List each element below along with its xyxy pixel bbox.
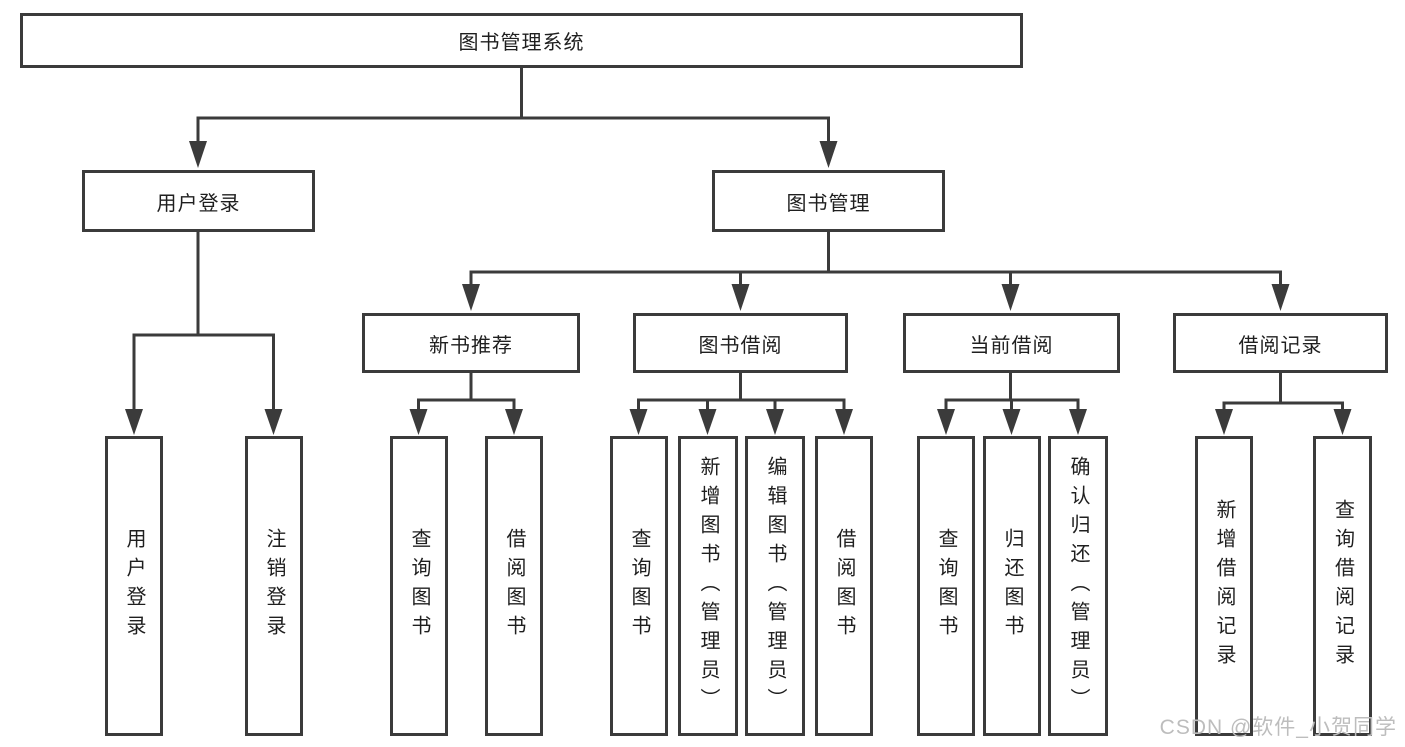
- arrowheads-level4: [409, 409, 1352, 435]
- node-user-login-action: 用户登录: [105, 436, 163, 736]
- node-new-book-recommend: 新书推荐: [362, 313, 580, 373]
- node-query-books-borrowing: 查询图书: [610, 436, 668, 736]
- node-confirm-return-admin: 确认归还（管理员）: [1048, 436, 1108, 736]
- node-borrow-books-recommend: 借阅图书: [485, 436, 543, 736]
- node-edit-books-admin: 编辑图书（管理员）: [745, 436, 805, 736]
- arrowheads-user-login-children: [125, 409, 283, 435]
- node-user-login: 用户登录: [82, 170, 315, 232]
- connector-book-borrowing-children: [637, 373, 846, 412]
- connector-book-management-to-level3: [469, 231, 1282, 287]
- node-query-books-recommend: 查询图书: [390, 436, 448, 736]
- node-logout: 注销登录: [245, 436, 303, 736]
- node-root: 图书管理系统: [20, 13, 1023, 68]
- connector-current-borrowing-children: [944, 373, 1080, 412]
- connector-borrowing-records-children: [1222, 373, 1344, 412]
- connector-user-login-to-children: [132, 232, 275, 412]
- node-book-management: 图书管理: [712, 170, 945, 232]
- arrowheads-level2: [189, 141, 838, 168]
- node-add-borrow-record: 新增借阅记录: [1195, 436, 1253, 736]
- node-borrowing-records: 借阅记录: [1173, 313, 1388, 373]
- connector-root-to-level2: [196, 68, 830, 144]
- node-query-books-current: 查询图书: [917, 436, 975, 736]
- node-return-books: 归还图书: [983, 436, 1041, 736]
- node-book-borrowing: 图书借阅: [633, 313, 848, 373]
- node-add-books-admin: 新增图书（管理员）: [678, 436, 738, 736]
- node-borrow-books: 借阅图书: [815, 436, 873, 736]
- node-query-borrow-record: 查询借阅记录: [1313, 436, 1372, 736]
- watermark: CSDN @软件_小贺同学: [1159, 716, 1397, 739]
- arrowheads-level3: [462, 284, 1290, 311]
- connector-new-book-recommend-children: [417, 373, 516, 412]
- node-current-borrowing: 当前借阅: [903, 313, 1120, 373]
